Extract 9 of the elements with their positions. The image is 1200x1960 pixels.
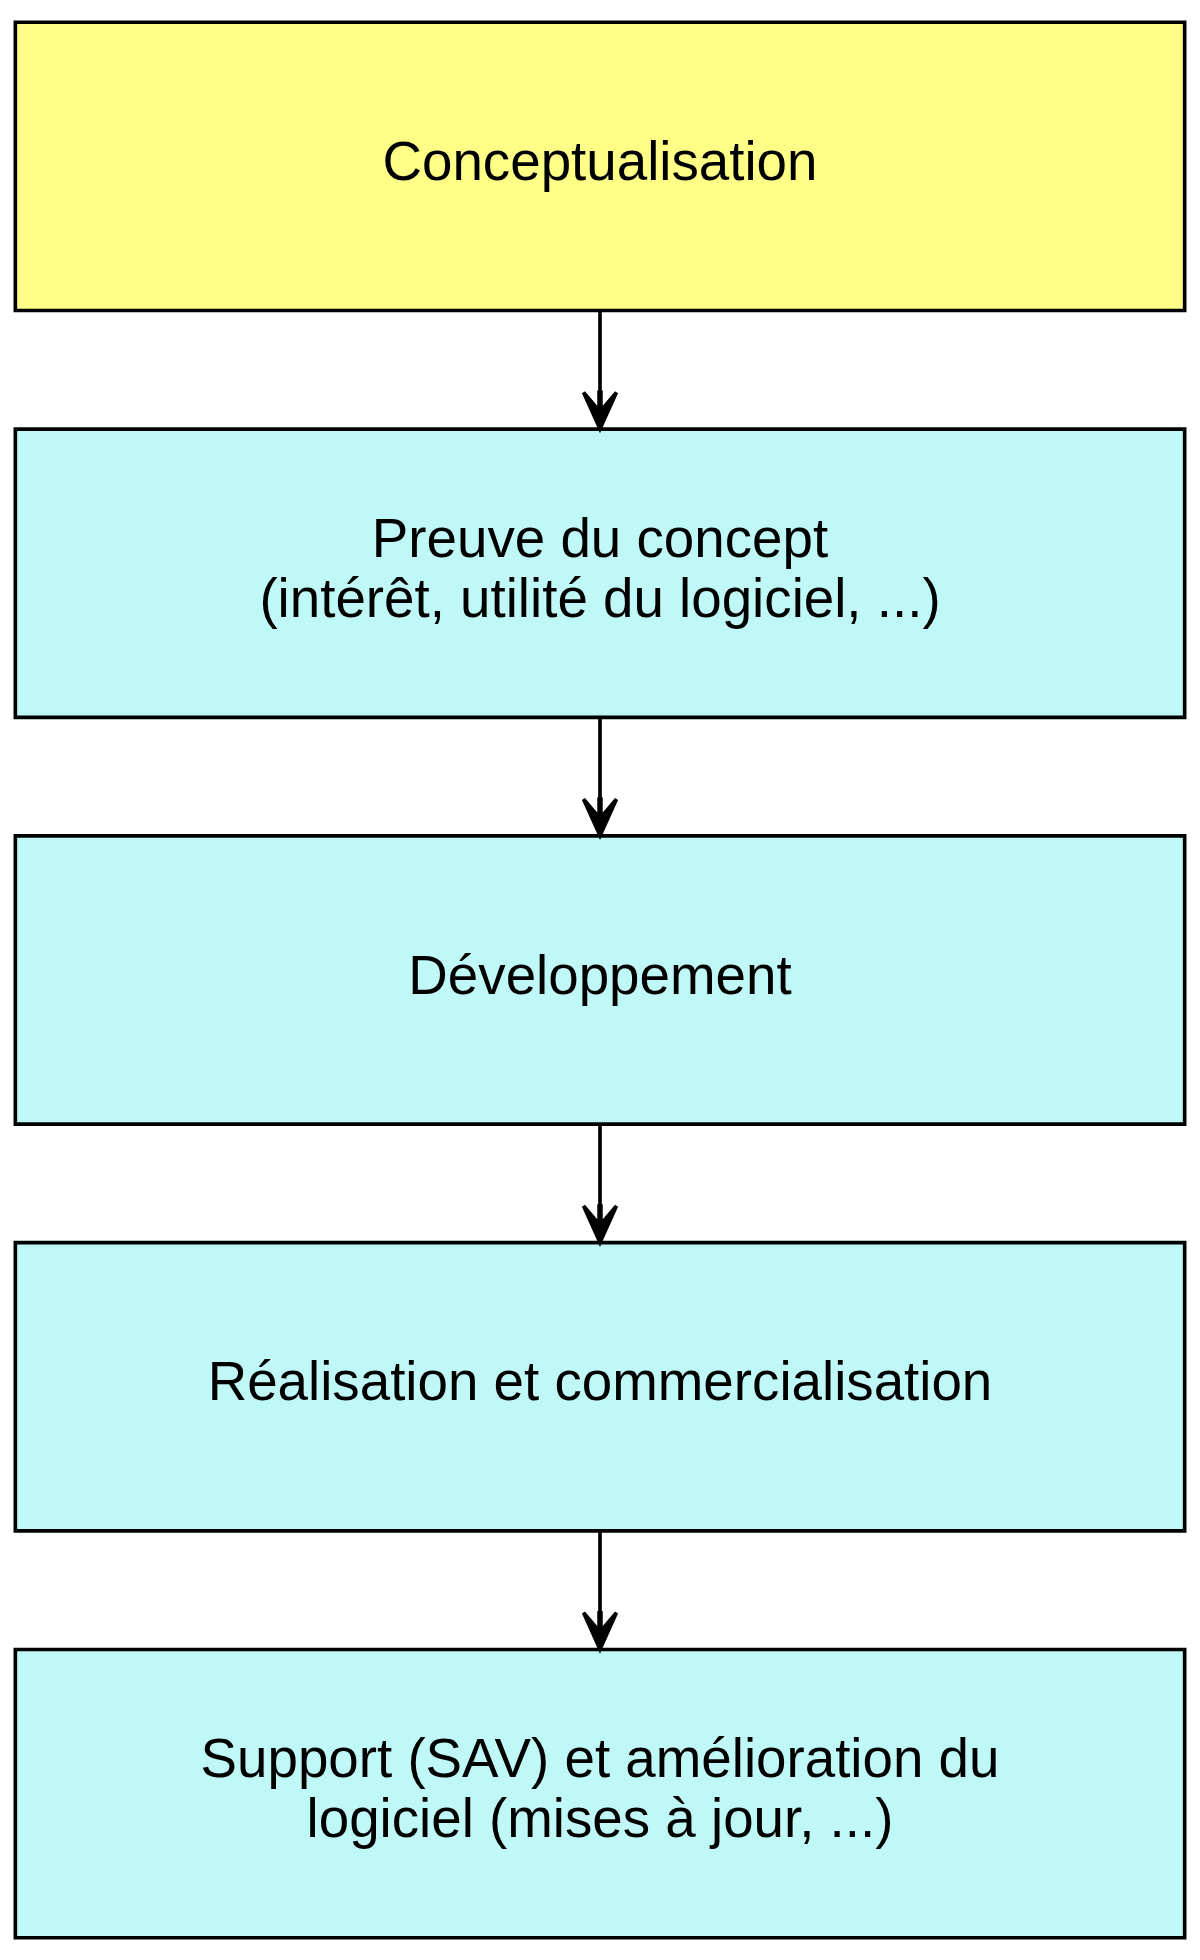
node-box: Réalisation et commercialisation <box>13 1240 1187 1533</box>
node-box: Preuve du concept (intérêt, utilité du logiciel, ...) <box>13 427 1187 720</box>
node-box: Support (SAV) et amélioration du logiciel (mises à jour, ...) <box>13 1647 1187 1940</box>
node-box: Conceptualisation <box>13 20 1187 313</box>
node-box: Développement <box>13 834 1187 1126</box>
arrow <box>581 717 619 838</box>
arrow <box>581 1124 619 1245</box>
arrow <box>581 310 619 431</box>
arrow <box>581 1531 619 1652</box>
